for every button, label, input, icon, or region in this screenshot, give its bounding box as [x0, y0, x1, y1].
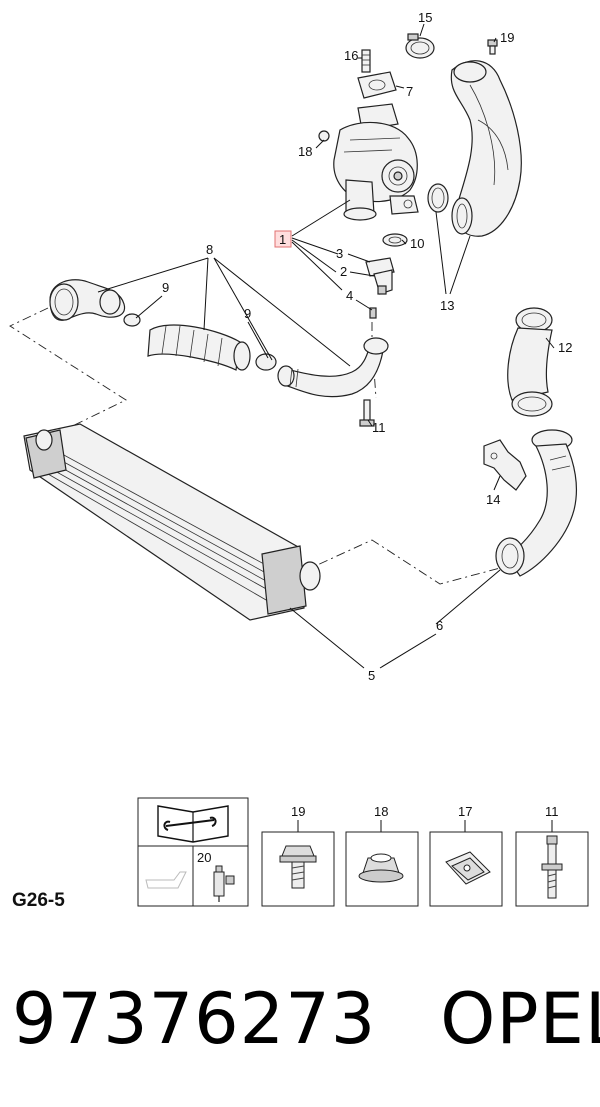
callout-10: 10 [410, 236, 424, 251]
legend-label-19: 19 [291, 804, 305, 819]
legend-boxes: 20 19 18 [137, 797, 589, 907]
callout-3: 3 [336, 246, 343, 261]
part-number-line: 97376273 OPEL [12, 978, 600, 1060]
callout-14: 14 [486, 492, 500, 507]
brand-name: OPEL [440, 978, 600, 1060]
part-7-gasket [357, 71, 397, 99]
callout-8: 8 [206, 242, 213, 257]
callout-1-highlight [274, 230, 292, 248]
part-4-bolt [369, 307, 377, 319]
legend-label-17: 17 [458, 804, 472, 819]
stud-bolt-icon [541, 835, 563, 899]
callouts: 15 19 16 7 18 1 8 3 10 2 9 4 13 9 12 11 … [162, 10, 572, 683]
part-1-turbocharger [318, 103, 419, 221]
callout-4: 4 [346, 288, 353, 303]
callout-12: 12 [558, 340, 572, 355]
callout-13: 13 [440, 298, 454, 313]
callout-2: 2 [340, 264, 347, 279]
part-6-pipe [495, 429, 577, 577]
part-12-hose [507, 307, 553, 417]
part-5-intercooler [23, 423, 321, 621]
part-2-3-oil-line [365, 257, 395, 295]
clip-nut-icon [445, 851, 491, 885]
callout-19: 19 [500, 30, 514, 45]
part-8-charge-hoses [49, 279, 389, 398]
wrench-icon [163, 816, 217, 831]
legend-label-18: 18 [374, 804, 388, 819]
page-code: G26-5 [12, 890, 65, 911]
part-11-bolt [359, 399, 375, 427]
callout-9-left: 9 [162, 280, 169, 295]
callout-1: 1 [279, 232, 286, 247]
leader-lines [97, 23, 555, 669]
callout-16: 16 [344, 48, 358, 63]
callout-9-right: 9 [244, 306, 251, 321]
exploded-parts-diagram: 15 19 16 7 18 1 8 3 10 2 9 4 13 9 12 11 … [9, 10, 589, 907]
part-number: 97376273 [12, 978, 377, 1060]
part-14-bracket [483, 439, 527, 491]
callout-5: 5 [368, 668, 375, 683]
part-10-gasket [382, 233, 408, 247]
oil-can-icon [145, 871, 187, 889]
callout-6: 6 [436, 618, 443, 633]
callout-7: 7 [406, 84, 413, 99]
part-13-intake-pipe [427, 60, 522, 237]
callout-11: 11 [372, 420, 386, 435]
legend-manual-block: 20 [137, 797, 249, 907]
flange-nut-icon [358, 853, 404, 883]
legend-item-20: 20 [197, 850, 211, 865]
bolt-flange-icon [279, 845, 317, 889]
part-19-bolt-top [487, 39, 498, 55]
callout-15: 15 [418, 10, 432, 25]
legend-label-11: 11 [545, 804, 559, 819]
sensor-icon [213, 865, 235, 902]
part-16-stud [361, 49, 371, 73]
callout-18: 18 [298, 144, 312, 159]
part-15-clamp [405, 33, 435, 59]
